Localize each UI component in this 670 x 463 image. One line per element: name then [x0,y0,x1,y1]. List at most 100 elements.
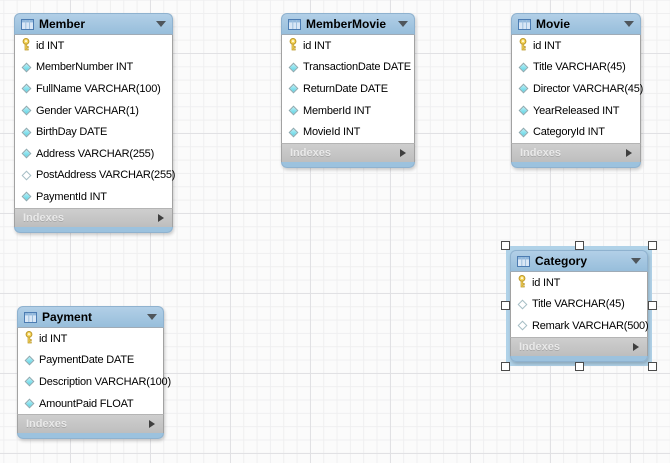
column-icon-cell [23,377,36,387]
column-icon-cell [20,37,33,54]
table-bottom-edge [14,226,173,233]
selection-handle[interactable] [501,361,510,371]
column-notnull-icon [21,105,32,116]
table-columns: id INT TransactionDate DATE ReturnDate DAT… [281,35,415,143]
column-notnull-icon [288,62,299,73]
column-notnull-icon [288,105,299,116]
column-icon-cell [517,127,530,138]
column-notnull-icon [288,84,299,94]
column-row[interactable]: MovieId INT [282,121,414,143]
table-icon [518,18,531,30]
column-icon-cell [20,84,33,94]
column-notnull-icon [24,355,35,366]
column-icon-cell [516,299,529,310]
expand-triangle-icon[interactable] [149,420,155,429]
column-row[interactable]: id INT [512,35,640,57]
collapse-triangle-icon[interactable] [398,21,408,27]
column-row[interactable]: MemberId INT [282,100,414,122]
column-label: Address VARCHAR(255) [36,147,155,160]
column-row[interactable]: id INT [15,35,172,57]
column-icon-cell [20,170,33,181]
expand-triangle-icon[interactable] [633,342,639,351]
column-row[interactable]: Gender VARCHAR(1) [15,100,172,122]
column-icon-cell [517,105,530,116]
selection-handle[interactable] [574,361,584,371]
selection-handle[interactable] [501,241,510,250]
column-nullable-icon [517,299,528,310]
column-row[interactable]: Remark VARCHAR(500) [511,315,649,337]
table-title: Payment [42,310,93,324]
column-icon-cell [20,192,33,202]
table-header[interactable]: Member [14,13,173,35]
column-label: BirthDay DATE [36,126,108,139]
column-label: AmountPaid FLOAT [39,397,134,410]
column-row[interactable]: MemberNumber INT [15,57,172,79]
column-icon-cell [23,398,36,409]
selection-handle[interactable] [648,241,657,250]
indexes-label: Indexes [26,418,67,431]
column-label: MemberId INT [303,104,371,117]
column-row[interactable]: ReturnDate DATE [282,78,414,100]
table-header[interactable]: Category [510,250,648,272]
indexes-section[interactable]: Indexes [510,336,648,356]
selection-handle[interactable] [574,241,584,250]
indexes-section[interactable]: Indexes [14,207,173,227]
indexes-label: Indexes [290,146,331,159]
column-row[interactable]: FullName VARCHAR(100) [15,78,172,100]
indexes-section[interactable]: Indexes [281,142,415,162]
column-notnull-icon [21,62,32,73]
column-row[interactable]: YearReleased INT [512,100,640,122]
column-label: TransactionDate DATE [303,61,411,74]
collapse-triangle-icon[interactable] [156,21,166,27]
column-row[interactable]: id INT [18,328,163,350]
column-notnull-icon [24,398,35,409]
column-row[interactable]: Address VARCHAR(255) [15,143,172,165]
column-row[interactable]: CategoryId INT [512,121,640,143]
selection-handle[interactable] [648,361,657,371]
table-bottom-edge [511,161,641,168]
column-row[interactable]: Description VARCHAR(100) [18,371,171,393]
selection-handle[interactable] [501,301,510,311]
selection-handle[interactable] [648,301,657,311]
collapse-triangle-icon[interactable] [624,21,634,27]
table-header[interactable]: Movie [511,13,641,35]
indexes-section[interactable]: Indexes [17,414,164,434]
collapse-triangle-icon[interactable] [147,314,157,320]
column-notnull-icon [24,377,35,387]
column-row[interactable]: PaymentId INT [15,186,172,208]
expand-triangle-icon[interactable] [626,148,632,157]
column-row[interactable]: PaymentDate DATE [18,350,163,372]
column-label: id INT [39,332,68,345]
primary-key-icon [517,274,528,291]
table-header[interactable]: MemberMovie [281,13,415,35]
column-row[interactable]: PostAddress VARCHAR(255) [15,165,175,187]
column-notnull-icon [21,192,32,202]
expand-triangle-icon[interactable] [400,148,406,157]
table-title: Member [39,17,86,31]
column-icon-cell [517,37,530,54]
column-row[interactable]: Title VARCHAR(45) [511,294,647,316]
indexes-section[interactable]: Indexes [511,142,641,162]
expand-triangle-icon[interactable] [158,213,164,222]
column-row[interactable]: Director VARCHAR(45) [512,78,643,100]
column-row[interactable]: Title VARCHAR(45) [512,57,640,79]
column-row[interactable]: BirthDay DATE [15,121,172,143]
table-bottom-edge [281,161,415,168]
column-row[interactable]: AmountPaid FLOAT [18,393,163,415]
column-label: YearReleased INT [533,104,620,117]
collapse-triangle-icon[interactable] [631,258,641,264]
column-icon-cell [516,274,529,291]
table-header[interactable]: Payment [17,306,164,328]
column-row[interactable]: id INT [511,272,647,294]
column-row[interactable]: TransactionDate DATE [282,57,414,79]
column-row[interactable]: id INT [282,35,414,57]
column-nullable-icon [517,321,528,331]
